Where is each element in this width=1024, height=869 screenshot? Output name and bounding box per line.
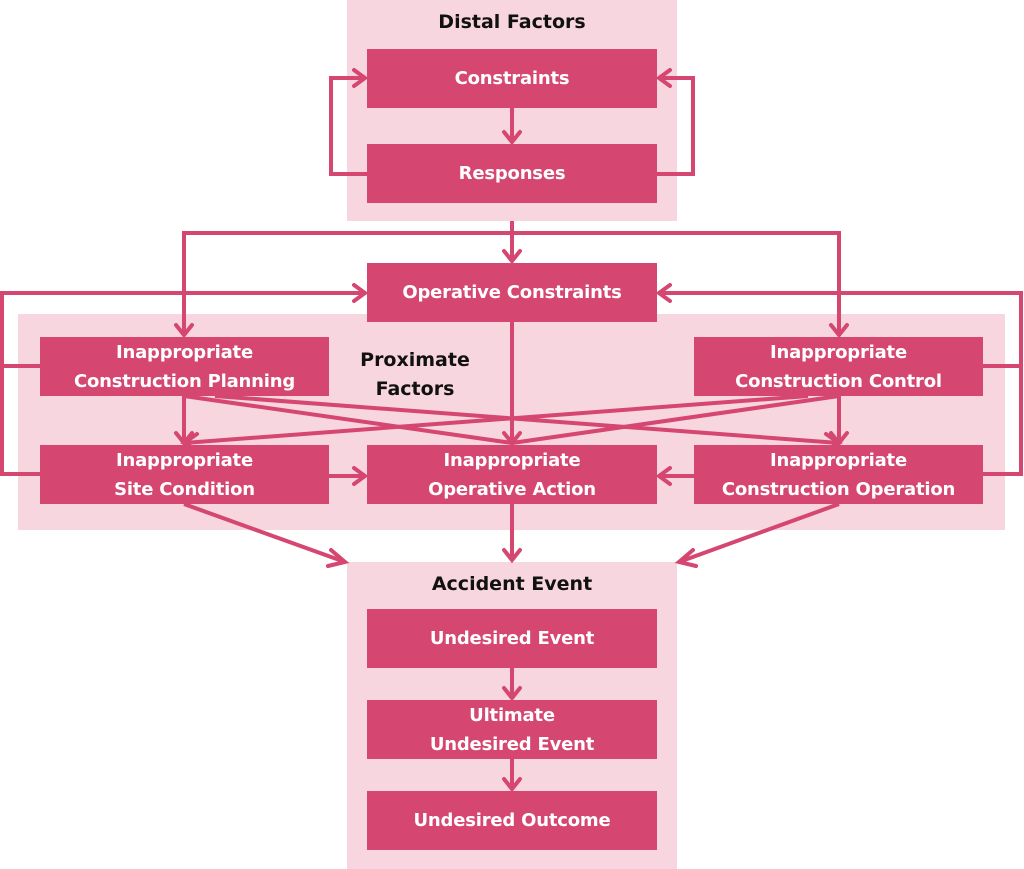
node-responses: Responses <box>367 144 657 203</box>
node-construction-operation: Inappropriate Construction Operation <box>694 445 983 504</box>
node-label: Inappropriate Construction Operation <box>721 449 956 500</box>
node-label: Constraints <box>454 68 570 89</box>
node-operative-constraints: Operative Constraints <box>367 263 657 322</box>
node-label: Inappropriate Construction Control <box>735 341 942 392</box>
distal-factors-title: Distal Factors <box>438 11 586 33</box>
arrowhead-icon <box>674 548 698 568</box>
node-label: Undesired Event <box>429 628 595 649</box>
node-label: Inappropriate Operative Action <box>428 449 596 500</box>
arrowhead-icon <box>502 548 522 564</box>
arrowhead-icon <box>326 548 350 568</box>
arrowhead-icon <box>352 283 369 303</box>
node-ultimate-undesired-event: Ultimate Undesired Event <box>367 700 657 759</box>
node-label: Inappropriate Site Condition <box>114 449 255 500</box>
node-label: Inappropriate Construction Planning <box>73 341 296 392</box>
node-construction-planning: Inappropriate Construction Planning <box>40 337 329 396</box>
node-operative-action: Inappropriate Operative Action <box>367 445 657 504</box>
node-construction-control: Inappropriate Construction Control <box>694 337 983 396</box>
arrowhead-icon <box>655 283 672 303</box>
node-undesired-event: Undesired Event <box>367 609 657 668</box>
arrowhead-icon <box>502 249 522 265</box>
proximate-factors-title: Proximate Factors <box>360 349 470 400</box>
node-label: Ultimate Undesired Event <box>429 704 595 755</box>
accident-event-title: Accident Event <box>431 573 593 595</box>
node-constraints: Constraints <box>367 49 657 108</box>
node-undesired-outcome: Undesired Outcome <box>367 791 657 850</box>
node-label: Operative Constraints <box>402 282 622 303</box>
node-label: Undesired Outcome <box>413 810 611 831</box>
node-site-condition: Inappropriate Site Condition <box>40 445 329 504</box>
node-label: Responses <box>458 163 566 184</box>
